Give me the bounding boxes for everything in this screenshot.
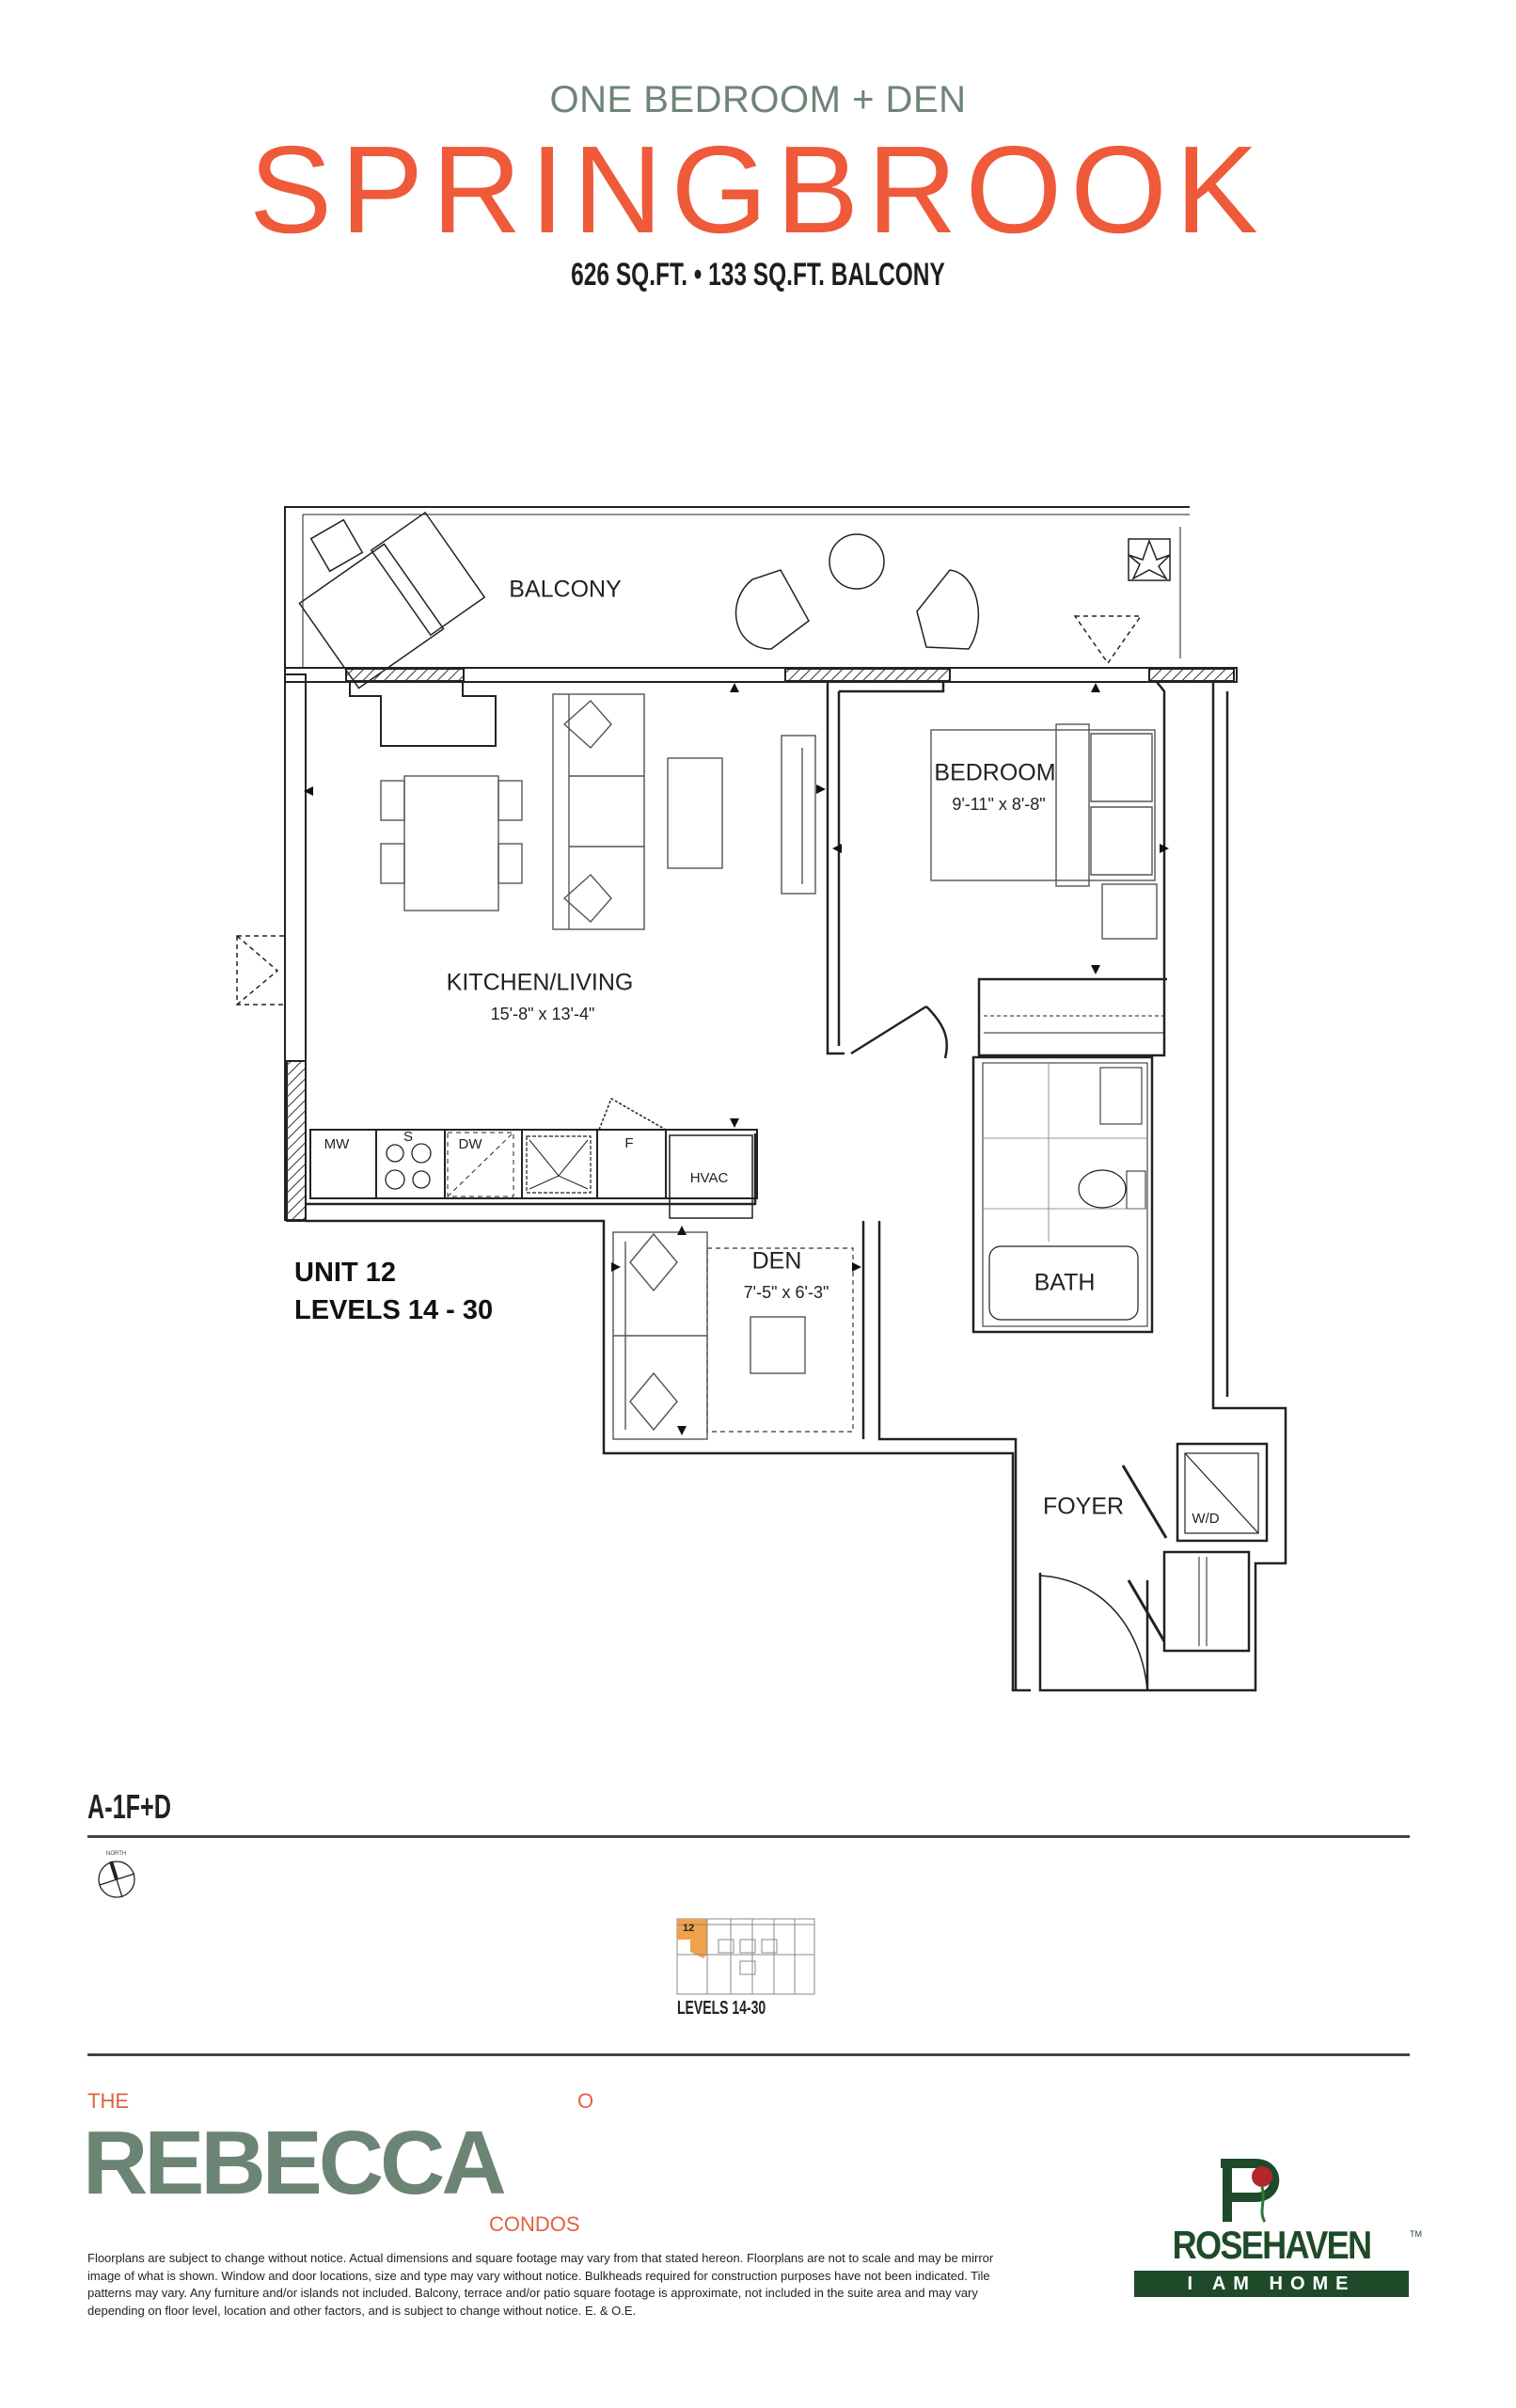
rebecca-logo-o: O bbox=[577, 2089, 594, 2113]
rebecca-logo-condos: CONDOS bbox=[489, 2212, 580, 2236]
appliance-hvac: HVAC bbox=[689, 1169, 729, 1186]
rosehaven-tagline: I AM HOME bbox=[1134, 2271, 1409, 2297]
appliance-stove: S bbox=[403, 1128, 414, 1145]
rosehaven-trademark: TM bbox=[1410, 2229, 1422, 2239]
appliance-fridge: F bbox=[624, 1134, 634, 1151]
divider bbox=[87, 2053, 1410, 2056]
kitchen-counter bbox=[309, 1097, 758, 1219]
suite-name: SPRINGBROOK bbox=[249, 120, 1267, 259]
key-plan-levels: LEVELS 14-30 bbox=[677, 1998, 766, 2019]
room-label-bedroom: BEDROOM bbox=[934, 759, 1056, 786]
compass-label: NORTH bbox=[106, 1851, 127, 1857]
room-label-kitchen-living: KITCHEN/LIVING bbox=[446, 969, 634, 996]
divider bbox=[87, 1835, 1410, 1838]
room-label-balcony: BALCONY bbox=[509, 576, 622, 603]
living-furniture bbox=[380, 693, 1158, 1440]
room-dims-kitchen-living: 15'-8" x 13'-4" bbox=[490, 1005, 595, 1024]
unit-type: ONE BEDROOM + DEN bbox=[549, 79, 967, 120]
room-dims-den: 7'-5" x 6'-3" bbox=[743, 1283, 829, 1303]
appliance-microwave: MW bbox=[324, 1135, 350, 1152]
rosehaven-logo: ROSEHAVEN TM I AM HOME bbox=[1134, 2145, 1422, 2301]
north-compass-icon bbox=[98, 1861, 135, 1898]
key-plan-unit-number: 12 bbox=[683, 1923, 695, 1934]
disclaimer: Floorplans are subject to change without… bbox=[87, 2251, 994, 2318]
appliance-washer-dryer: W/D bbox=[1192, 1510, 1220, 1527]
elevation-markers bbox=[304, 683, 1169, 1435]
room-label-den: DEN bbox=[751, 1247, 802, 1275]
rebecca-logo: REBECCA bbox=[83, 2113, 507, 2213]
room-label-foyer: FOYER bbox=[1042, 1493, 1125, 1520]
rosehaven-wordmark: ROSEHAVEN bbox=[1172, 2223, 1372, 2267]
interior-walls bbox=[306, 681, 1287, 1692]
levels-label: LEVELS 14 - 30 bbox=[294, 1295, 494, 1325]
unit-label: UNIT 12 bbox=[294, 1258, 396, 1288]
appliance-dishwasher: DW bbox=[458, 1135, 482, 1152]
left-wall bbox=[236, 673, 307, 1222]
balcony-outline bbox=[284, 506, 1190, 674]
model-code: A-1F+D bbox=[87, 1787, 171, 1826]
square-footage: 626 SQ.FT. • 133 SQ.FT. BALCONY bbox=[571, 257, 945, 293]
room-dims-bedroom: 9'-11" x 8'-8" bbox=[952, 795, 1046, 815]
balcony-furniture bbox=[298, 511, 1171, 689]
rebecca-logo-the: THE bbox=[87, 2089, 129, 2113]
key-plan bbox=[676, 1918, 815, 1995]
room-label-bath: BATH bbox=[1034, 1269, 1096, 1296]
rosehaven-rose-icon bbox=[1221, 2159, 1280, 2223]
